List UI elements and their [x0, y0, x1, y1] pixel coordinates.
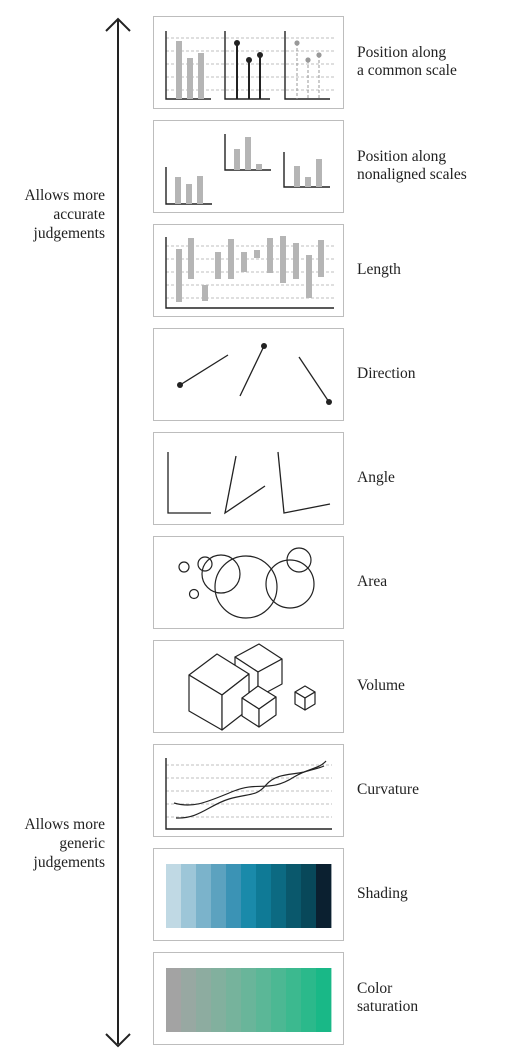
label-line: Shading [357, 885, 408, 902]
label-position-nonaligned: Position along nonaligned scales [357, 148, 467, 184]
label-line: Color [357, 980, 393, 997]
shading-swatch [256, 864, 272, 928]
label-area: Area [357, 573, 387, 591]
volume-illustration [188, 643, 316, 731]
label-color-saturation: Color saturation [357, 980, 418, 1016]
label-line: Curvature [357, 781, 419, 798]
curvature-panel [153, 744, 344, 837]
saturation-swatch [181, 968, 197, 1032]
label-line: Angle [357, 469, 395, 486]
shading-swatch [241, 864, 257, 928]
length-panel [153, 224, 344, 317]
shading-swatch-group [166, 864, 332, 928]
direction-panel [153, 328, 344, 421]
label-shading: Shading [357, 885, 408, 903]
label-line: saturation [357, 998, 419, 1015]
position-nonaligned-panel [153, 120, 344, 213]
direction-illustration [177, 343, 332, 405]
saturation-swatch [226, 968, 242, 1032]
saturation-swatch [196, 968, 212, 1032]
label-position-common-scale: Position along a common scale [357, 44, 457, 80]
area-illustration [178, 547, 315, 619]
color-saturation-illustration [166, 968, 332, 1032]
saturation-swatch [166, 968, 182, 1032]
saturation-swatch [256, 968, 272, 1032]
shading-swatch [301, 864, 317, 928]
shading-panel [153, 848, 344, 941]
label-line: Volume [357, 677, 405, 694]
arrow-down-icon [105, 1033, 131, 1048]
curvature-illustration [165, 758, 332, 830]
label-direction: Direction [357, 365, 416, 383]
judgement-axis-line [117, 20, 119, 1044]
saturation-swatch [241, 968, 257, 1032]
saturation-swatch [286, 968, 302, 1032]
saturation-swatch [301, 968, 317, 1032]
saturation-swatch [316, 968, 332, 1032]
label-line: Length [357, 261, 401, 278]
label-line: Position along [357, 148, 447, 165]
color-saturation-panel [153, 952, 344, 1045]
area-panel [153, 536, 344, 629]
label-line: Direction [357, 365, 416, 382]
shading-swatch [226, 864, 242, 928]
accurate-judgements-note: Allows more accurate judgements [24, 187, 105, 242]
saturation-swatch-group [166, 968, 332, 1032]
label-line: a common scale [357, 62, 457, 79]
angle-panel [153, 432, 344, 525]
saturation-swatch [271, 968, 287, 1032]
length-illustration [165, 236, 334, 309]
saturation-swatch [211, 968, 227, 1032]
position-common-scale-panel [153, 16, 344, 109]
label-length: Length [357, 261, 401, 279]
label-angle: Angle [357, 469, 395, 487]
position-nonaligned-illustration [165, 134, 330, 205]
label-line: Position along [357, 44, 447, 61]
shading-swatch [181, 864, 197, 928]
shading-swatch [196, 864, 212, 928]
position-common-scale-illustration [165, 31, 334, 100]
label-curvature: Curvature [357, 781, 419, 799]
shading-illustration [166, 864, 332, 928]
shading-swatch [286, 864, 302, 928]
shading-swatch [211, 864, 227, 928]
shading-swatch [271, 864, 287, 928]
shading-swatch [316, 864, 332, 928]
angle-illustration [167, 451, 331, 515]
label-line: nonaligned scales [357, 166, 467, 183]
volume-panel [153, 640, 344, 733]
label-volume: Volume [357, 677, 405, 695]
generic-judgements-note: Allows more generic judgements [24, 816, 105, 871]
arrow-up-icon [105, 17, 131, 32]
label-line: Area [357, 573, 388, 590]
shading-swatch [166, 864, 182, 928]
